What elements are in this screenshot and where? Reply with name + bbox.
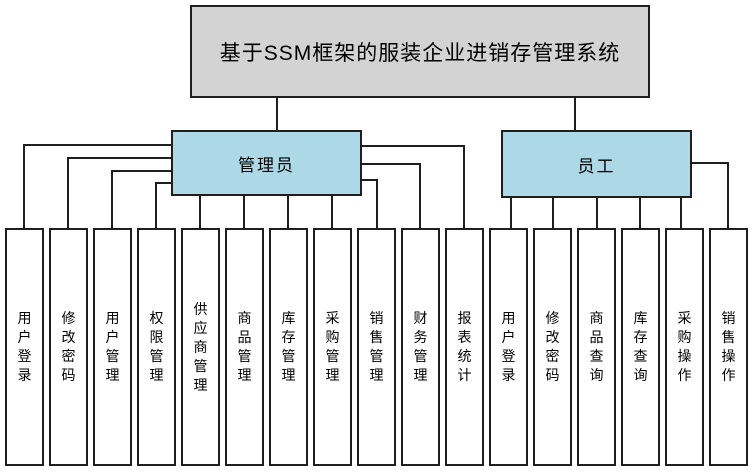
module-label: 库 存 查 询 <box>633 310 648 383</box>
module-label: 修 改 密 码 <box>545 310 560 383</box>
role-box-admin: 管理员 <box>171 130 362 196</box>
edge-admin-to-report-statistics <box>362 145 465 228</box>
module-user-login-staff: 用 户 登 录 <box>489 228 528 466</box>
module-label: 用 户 登 录 <box>17 310 32 383</box>
system-title-box: 基于SSM框架的服装企业进销存管理系统 <box>190 5 650 98</box>
module-user-management: 用 户 管 理 <box>93 228 132 466</box>
module-label: 修 改 密 码 <box>61 310 76 383</box>
module-change-password-admin: 修 改 密 码 <box>49 228 88 466</box>
module-sales-management: 销 售 管 理 <box>357 228 396 466</box>
module-label: 供 应 商 管 理 <box>193 300 208 393</box>
module-label: 库 存 管 理 <box>281 310 296 383</box>
module-label: 销 售 管 理 <box>369 310 384 383</box>
module-permission-management: 权 限 管 理 <box>137 228 176 466</box>
system-title: 基于SSM框架的服装企业进销存管理系统 <box>219 41 621 65</box>
module-label: 商 品 查 询 <box>589 310 604 383</box>
module-label: 采 购 操 作 <box>677 310 692 383</box>
module-purchase-operation: 采 购 操 作 <box>665 228 704 466</box>
module-change-password-staff: 修 改 密 码 <box>533 228 572 466</box>
module-label: 财 务 管 理 <box>413 310 428 383</box>
module-label: 报 表 统 计 <box>457 310 472 383</box>
role-label-admin: 管理员 <box>238 155 295 175</box>
edge-admin-to-user-management <box>111 170 171 228</box>
module-label: 商 品 管 理 <box>237 310 252 383</box>
module-product-query: 商 品 查 询 <box>577 228 616 466</box>
module-label: 用 户 管 理 <box>105 310 120 383</box>
edge-admin-to-finance-management <box>362 163 421 228</box>
module-sales-operation: 销 售 操 作 <box>709 228 748 466</box>
role-box-staff: 员工 <box>501 130 692 198</box>
edge-admin-to-change-password <box>67 157 171 228</box>
module-product-management: 商 品 管 理 <box>225 228 264 466</box>
module-label: 用 户 登 录 <box>501 310 516 383</box>
module-finance-management: 财 务 管 理 <box>401 228 440 466</box>
module-label: 权 限 管 理 <box>149 310 164 383</box>
module-inventory-query: 库 存 查 询 <box>621 228 660 466</box>
role-label-staff: 员工 <box>577 156 616 176</box>
module-inventory-management: 库 存 管 理 <box>269 228 308 466</box>
module-label: 采 购 管 理 <box>325 310 340 383</box>
module-user-login-admin: 用 户 登 录 <box>5 228 44 466</box>
edge-admin-to-sales-management <box>362 179 378 228</box>
module-report-statistics: 报 表 统 计 <box>445 228 484 466</box>
edge-admin-to-user-login <box>23 144 171 228</box>
module-label: 销 售 操 作 <box>721 310 736 383</box>
module-supplier-management: 供 应 商 管 理 <box>181 228 220 466</box>
edge-admin-to-permission-management <box>155 182 171 228</box>
edge-staff-to-sales-operation <box>692 162 729 228</box>
module-purchase-management: 采 购 管 理 <box>313 228 352 466</box>
